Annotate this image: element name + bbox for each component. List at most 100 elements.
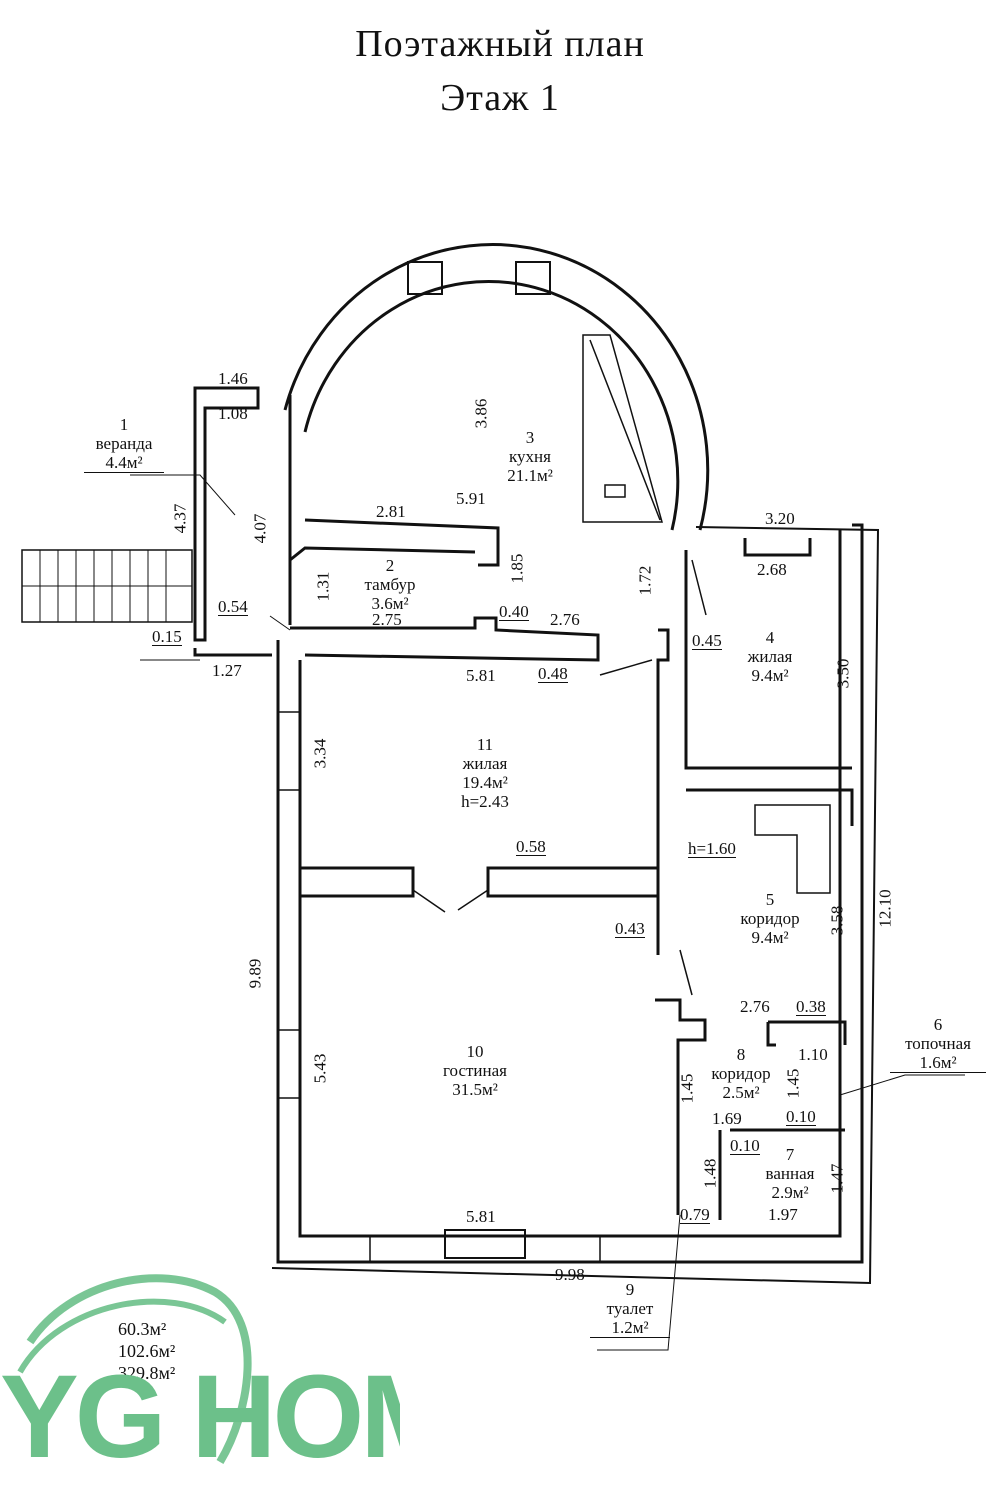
dim-2-75: 2.75 <box>372 610 402 629</box>
dim-0-10-right: 0.10 <box>786 1107 816 1126</box>
tambur-wall <box>289 546 476 562</box>
dim-4-37: 4.37 <box>170 503 190 534</box>
dim-0-15: 0.15 <box>152 627 182 646</box>
dim-0-79: 0.79 <box>680 1205 710 1224</box>
leader-tualet <box>597 1214 681 1351</box>
leader-topochnaya <box>839 1074 965 1096</box>
kitchen-wall <box>288 395 500 625</box>
floor-title: Этаж 1 <box>440 77 560 119</box>
dim-1-69: 1.69 <box>712 1109 742 1128</box>
dim-h-1-60: h=1.60 <box>688 839 736 858</box>
dim-1-72: 1.72 <box>635 565 655 596</box>
room4-window <box>743 538 812 557</box>
dim-5-91: 5.91 <box>456 489 486 508</box>
stove-icon <box>604 484 626 498</box>
dim-1-46: 1.46 <box>218 369 248 388</box>
window-left-lower <box>278 1029 300 1099</box>
arch-window-1 <box>407 261 443 295</box>
dim-5-81-lower: 5.81 <box>466 1207 496 1226</box>
inner-stair <box>754 804 831 894</box>
corridor5-wall <box>686 788 854 826</box>
dim-1-85: 1.85 <box>507 553 527 584</box>
dim-3-58: 3.58 <box>827 905 847 936</box>
dim-1-27: 1.27 <box>212 661 242 680</box>
dim-1-10: 1.10 <box>798 1045 828 1064</box>
dim-1-48: 1.48 <box>700 1158 720 1189</box>
dim-0-40: 0.40 <box>499 602 529 621</box>
dim-0-43: 0.43 <box>615 919 645 938</box>
room11-right-wall <box>656 628 670 955</box>
stove-outline <box>582 334 663 523</box>
dim-3-20: 3.20 <box>765 509 795 528</box>
corridor-wall <box>290 616 600 662</box>
dim-1-47: 1.47 <box>827 1163 847 1194</box>
arch-outer-wall <box>283 243 710 531</box>
dim-0-10-left: 0.10 <box>730 1136 760 1155</box>
leader-veranda <box>130 474 236 516</box>
logo-swoosh <box>26 1274 252 1465</box>
plan-title: Поэтажный план <box>355 23 645 65</box>
dim-2-76-upper: 2.76 <box>550 610 580 629</box>
arch-inner-wall <box>303 279 680 531</box>
window-bottom-mid <box>444 1229 526 1259</box>
corridor8-top <box>766 1020 847 1047</box>
dim-0-38: 0.38 <box>796 997 826 1016</box>
dim-2-76-lower: 2.76 <box>740 997 770 1016</box>
total-1: 60.3м² <box>118 1319 167 1339</box>
bath-wall <box>718 1128 845 1220</box>
logo-swoosh-inner <box>17 1298 227 1374</box>
total-2: 102.6м² <box>118 1341 176 1361</box>
exterior-wall <box>276 523 864 1264</box>
window-bottom <box>369 1236 601 1262</box>
interior-face <box>298 530 842 1238</box>
outer-outline <box>271 526 880 1285</box>
dim-5-81-upper: 5.81 <box>466 666 496 685</box>
arch-window-2 <box>515 261 551 295</box>
veranda-wall <box>193 386 260 642</box>
logo-text: YG HOME <box>0 1351 400 1483</box>
room4-wall <box>684 550 852 770</box>
dim-0-45: 0.45 <box>692 631 722 650</box>
door-10-11 <box>412 889 489 913</box>
total-3: 329.8м² <box>118 1363 176 1383</box>
dim-9-98: 9.98 <box>555 1265 585 1284</box>
dim-1-97: 1.97 <box>768 1205 798 1224</box>
dim-3-50: 3.50 <box>833 658 853 689</box>
dim-1-45-left: 1.45 <box>677 1073 697 1104</box>
dim-1-31: 1.31 <box>313 571 333 602</box>
window-left-upper <box>278 711 300 791</box>
dim-1-08: 1.08 <box>218 404 248 423</box>
entrance-stair <box>21 549 193 623</box>
stair-treads <box>22 550 192 622</box>
dim-4-07: 4.07 <box>250 513 270 544</box>
yg-home-logo: YG HOME <box>0 1274 400 1483</box>
dim-1-45-right: 1.45 <box>783 1068 803 1099</box>
dim-2-81: 2.81 <box>376 502 406 521</box>
dim-0-58: 0.58 <box>516 837 546 856</box>
dim-2-68: 2.68 <box>757 560 787 579</box>
dim-3-34: 3.34 <box>310 738 330 769</box>
dim-5-43: 5.43 <box>310 1053 330 1084</box>
dim-12-10: 12.10 <box>875 889 895 928</box>
wc-wall <box>655 998 707 1215</box>
room11-bottom-left <box>300 866 415 898</box>
area-totals: 60.3м² 102.6м² 329.8м² <box>118 1318 175 1384</box>
veranda-bottom <box>193 648 272 657</box>
dim-9-89: 9.89 <box>245 958 265 989</box>
dim-0-48: 0.48 <box>538 664 568 683</box>
dim-3-86: 3.86 <box>471 398 491 429</box>
dim-0-54: 0.54 <box>218 597 248 616</box>
room11-bottom-right <box>486 866 660 898</box>
